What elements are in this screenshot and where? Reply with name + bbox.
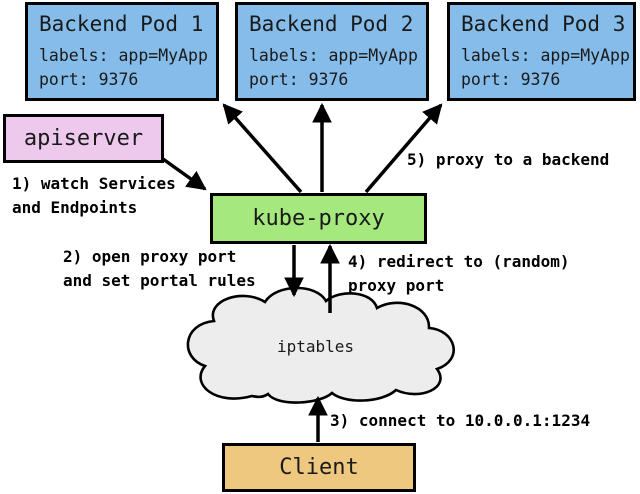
kube-proxy-label: kube-proxy: [252, 206, 385, 231]
pod-labels: labels: app=MyApp: [249, 46, 418, 65]
backend-pod-3-box: Backend Pod 3 labels: app=MyApp port: 93…: [447, 2, 636, 101]
client-label: Client: [279, 455, 359, 480]
pod-title: Backend Pod 1: [39, 12, 204, 36]
pod-title: Backend Pod 3: [461, 12, 626, 36]
annotation-redirect: 4) redirect to (random) proxy port: [348, 252, 570, 295]
iptables-cloud: [186, 286, 455, 404]
pod-labels: labels: app=MyApp: [461, 46, 630, 65]
backend-pod-1-box: Backend Pod 1 labels: app=MyApp port: 93…: [25, 2, 219, 101]
apiserver-label: apiserver: [23, 126, 144, 151]
arrow-proxy-to-pod3: [364, 103, 443, 194]
kube-proxy-box: kube-proxy: [210, 193, 427, 244]
arrow-watch-services: [161, 157, 207, 191]
pod-labels: labels: app=MyApp: [39, 46, 208, 65]
client-box: Client: [222, 443, 416, 492]
pod-port: port: 9376: [461, 70, 561, 89]
annotation-connect: 3) connect to 10.0.0.1:1234: [330, 411, 591, 430]
iptables-label: iptables: [277, 337, 355, 356]
apiserver-box: apiserver: [3, 114, 164, 163]
backend-pod-2-box: Backend Pod 2 labels: app=MyApp port: 93…: [235, 2, 429, 101]
pod-title: Backend Pod 2: [249, 12, 414, 36]
pod-port: port: 9376: [249, 70, 349, 89]
arrow-proxy-to-pod1: [222, 103, 303, 194]
annotation-proxy-to-backend: 5) proxy to a backend: [407, 150, 610, 169]
annotation-open-proxy-port: 2) open proxy port and set portal rules: [63, 247, 256, 290]
annotation-watch-services: 1) watch Services and Endpoints: [12, 174, 176, 217]
pod-port: port: 9376: [39, 70, 139, 89]
